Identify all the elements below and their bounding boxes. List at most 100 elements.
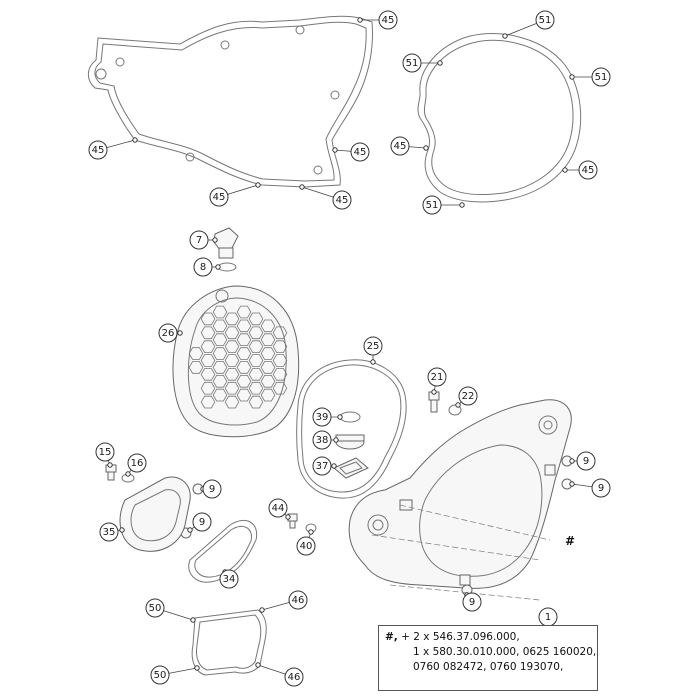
- honeycomb-cell: [224, 326, 240, 340]
- honeycomb-cell: [248, 326, 264, 340]
- callout-circle: [535, 10, 555, 30]
- callout-circle: [158, 323, 178, 343]
- callout-50: 50: [145, 598, 196, 623]
- callout-circle: [350, 142, 370, 162]
- honeycomb-cell: [260, 374, 276, 388]
- callout-circle: [88, 140, 108, 160]
- callout-circle: [145, 598, 165, 618]
- honeycomb-cell: [236, 305, 252, 319]
- callout-number: 1: [545, 612, 551, 623]
- leader-dot: [308, 529, 314, 535]
- honeycomb-cell: [200, 312, 216, 326]
- honeycomb-cell: [224, 354, 240, 367]
- honeycomb-cell: [224, 312, 240, 326]
- callout-number: 37: [316, 461, 329, 472]
- callout-number: 44: [272, 503, 285, 514]
- leader-dot: [331, 463, 337, 469]
- leader-dot: [215, 264, 221, 270]
- callout-44: 44: [268, 498, 291, 520]
- callout-circle: [578, 160, 598, 180]
- callout-7: 7: [189, 230, 218, 250]
- callout-45: 45: [390, 136, 429, 156]
- part-oring-39: [339, 411, 361, 423]
- honeycomb-cell: [260, 347, 276, 360]
- callout-51: 51: [402, 53, 443, 73]
- callout-25: 25: [363, 336, 383, 365]
- callout-number: 9: [598, 483, 604, 494]
- leader-dot: [132, 137, 138, 143]
- part-cap-38: [335, 434, 365, 450]
- callout-21: 21: [427, 367, 447, 395]
- leader-dot: [190, 617, 196, 623]
- leader-dot: [569, 74, 575, 80]
- callout-number: 9: [583, 456, 589, 467]
- honeycomb-cell: [272, 354, 288, 367]
- callout-circle: [591, 67, 611, 87]
- callout-circle: [192, 512, 212, 532]
- leader-dot: [119, 527, 125, 533]
- callout-circle: [390, 136, 410, 156]
- callout-circle: [312, 430, 332, 450]
- callout-number: 15: [99, 447, 112, 458]
- honeycomb-cell: [260, 333, 276, 347]
- part-plug: [213, 227, 239, 272]
- honeycomb-cell: [260, 361, 276, 374]
- honeycomb-cell: [272, 368, 288, 381]
- part-bushing-9: [180, 455, 573, 596]
- leader-dot: [437, 60, 443, 66]
- callout-number: 50: [154, 670, 167, 681]
- honeycomb-cell: [212, 361, 228, 374]
- callout-9: 9: [569, 478, 611, 498]
- honeycomb-cell: [212, 374, 228, 388]
- gasket-round-right: [417, 33, 582, 203]
- callout-circle: [363, 336, 383, 356]
- part-outer-cover: [172, 285, 300, 438]
- callout-circle: [591, 478, 611, 498]
- leader-dot: [562, 167, 568, 173]
- callout-51: 51: [422, 195, 465, 215]
- callout-circle: [576, 451, 596, 471]
- part-cover-gasket: [296, 359, 407, 499]
- callout-number: 51: [539, 15, 552, 26]
- honeycomb-cell: [236, 333, 252, 347]
- callout-37: 37: [312, 456, 337, 476]
- callout-45: 45: [357, 10, 398, 30]
- honeycomb-cell: [212, 388, 228, 402]
- callout-number: 25: [367, 341, 380, 352]
- callout-circle: [422, 195, 442, 215]
- leader-dot: [255, 182, 261, 188]
- callout-number: 9: [209, 484, 215, 495]
- honeycomb-cell: [248, 368, 264, 381]
- honeycomb-cell: [224, 395, 240, 409]
- leader-dot: [255, 662, 261, 668]
- callout-50: 50: [150, 665, 200, 685]
- callout-45: 45: [209, 182, 261, 207]
- honeycomb-cell: [224, 340, 240, 353]
- callout-15: 15: [95, 442, 115, 468]
- callout-51: 51: [569, 67, 611, 87]
- leader-dot: [332, 147, 338, 153]
- callout-circle: [219, 569, 239, 589]
- honeycomb-cell: [272, 340, 288, 353]
- callout-number: 45: [336, 195, 349, 206]
- callout-9: 9: [187, 512, 212, 533]
- hash-mark: #: [565, 534, 575, 548]
- callout-number: 7: [196, 235, 202, 246]
- callout-9: 9: [569, 451, 596, 471]
- honeycomb-cell: [248, 395, 264, 409]
- callout-circle: [296, 536, 316, 556]
- callout-number: 51: [595, 72, 608, 83]
- honeycomb-cell: [224, 381, 240, 395]
- callout-39: 39: [312, 407, 343, 427]
- callout-number: 35: [103, 527, 116, 538]
- leader-dot: [212, 237, 218, 243]
- callout-circle: [312, 407, 332, 427]
- callout-number: 45: [582, 165, 595, 176]
- callout-51: 51: [502, 10, 555, 39]
- callout-circle: [332, 190, 352, 210]
- leader-dot: [299, 184, 305, 190]
- callout-number: 46: [288, 672, 301, 683]
- note-line-1: #, + 2 x 546.37.096.000,: [385, 630, 591, 645]
- callout-number: 46: [292, 595, 305, 606]
- part-pump-cover-35: [119, 476, 191, 552]
